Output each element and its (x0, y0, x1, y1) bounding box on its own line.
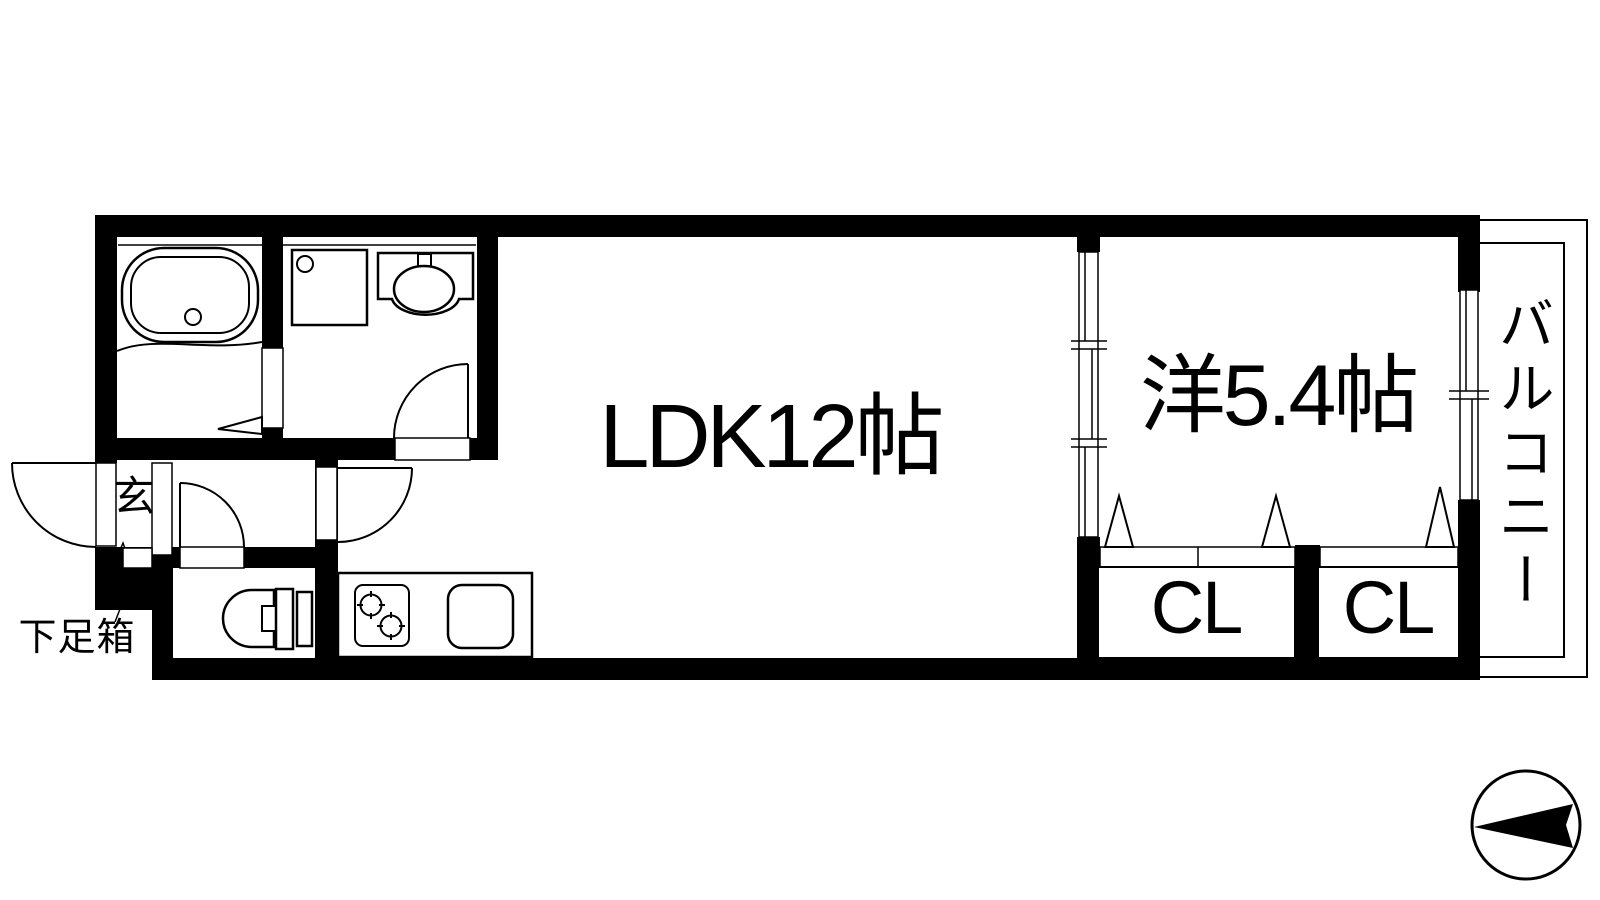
closet-right-label: CL (1342, 566, 1436, 649)
toilet-tank-back (295, 590, 314, 648)
wall-washroom-right (477, 237, 498, 460)
closets (1097, 566, 1460, 659)
balcony-inner-rail (1480, 242, 1565, 658)
stove-burner-2 (379, 614, 403, 638)
toilet-door-swing-arc (179, 482, 245, 548)
wall-bath-divider-upper (262, 237, 283, 348)
closet-fold-mark-1 (1103, 492, 1135, 548)
washing-machine-faucet (296, 255, 314, 273)
shoe-box-icon (122, 547, 153, 569)
wall-partition-top-stub (1077, 237, 1100, 252)
wall-right-top-stub (1458, 237, 1480, 292)
washroom (290, 248, 475, 327)
north-arrow-icon (1470, 769, 1582, 881)
wall-washroom-bottom (95, 438, 395, 460)
stove-burner-2-ticks (377, 612, 405, 640)
sliding-partition-tick-1 (1071, 340, 1107, 350)
balcony-window-tick (1449, 390, 1489, 400)
washbasin-bowl (392, 264, 456, 314)
hall-door-opening (315, 466, 338, 541)
wall-closet-mid (1295, 545, 1320, 680)
closet-left-label: CL (1150, 566, 1244, 649)
toilet-icon (221, 587, 314, 651)
washroom-door-swing-arc (393, 363, 469, 439)
shoe-box-label: 下足箱 (18, 617, 136, 659)
entrance-door (11, 462, 173, 558)
balcony-outer-rail (1459, 219, 1588, 678)
sliding-partition (1071, 251, 1107, 538)
toilet-bowl (221, 588, 276, 649)
bathtub-apron-line (116, 341, 263, 352)
toilet-connector (261, 605, 277, 632)
closet-right-box (1317, 566, 1460, 659)
entrance-label: 玄 (112, 473, 156, 520)
ldk-room-label: LDK12帖 (599, 387, 944, 487)
wall-bottom (152, 658, 1480, 680)
closet-fold-mark-3 (1424, 486, 1456, 548)
stove-burner-1 (359, 593, 383, 617)
wall-left-upper (95, 237, 117, 463)
bathroom-door-opening (261, 347, 284, 429)
closet-doors (1099, 486, 1459, 568)
wall-right-bottom (1458, 500, 1480, 680)
entrance-jamb-inner (151, 462, 173, 556)
balcony-window (1449, 289, 1489, 501)
bathtub-inner-rim (130, 256, 250, 334)
sliding-partition-tick-2 (1071, 438, 1107, 448)
entrance-jamb-outer (95, 462, 117, 547)
wall-above-toilet-right (244, 547, 338, 568)
wall-lower-left-block (95, 547, 173, 680)
kitchen-sink-icon (446, 583, 515, 650)
compass-needle (1474, 804, 1573, 848)
western-room-label: 洋5.4帖 (1139, 348, 1420, 444)
shoe-box-leader-line (114, 569, 136, 623)
bathroom-folding-door (217, 347, 284, 436)
closet-right-door-track (1319, 546, 1459, 568)
entrance-door-swing-arc (11, 462, 97, 548)
shoe-box (114, 547, 153, 623)
stove-burner-1-ticks (357, 591, 385, 619)
wall-top (95, 215, 1480, 237)
closet-fold-mark-2 (1260, 492, 1292, 548)
toilet-door-opening (179, 546, 245, 569)
bathtub-drain-icon (184, 308, 202, 326)
kitchen (336, 571, 534, 659)
balcony-window-frame (1459, 289, 1479, 501)
doors (11, 251, 1489, 569)
washroom-door-opening (394, 437, 471, 461)
balcony-outline (1459, 219, 1588, 678)
hall-door (315, 466, 413, 543)
bathroom (116, 246, 263, 352)
wall-partition-bottom (1077, 537, 1100, 680)
sliding-partition-frame (1078, 251, 1099, 538)
balcony-label: バルコニー (1491, 295, 1554, 615)
toilet-tank-front (274, 587, 295, 651)
washroom-door (393, 363, 471, 461)
bathroom-folding-door-mark (217, 415, 263, 436)
toilet-door (179, 482, 245, 569)
hall-door-swing-arc (337, 467, 413, 543)
closet-left-box (1097, 566, 1296, 659)
gas-stove-icon (354, 584, 410, 647)
